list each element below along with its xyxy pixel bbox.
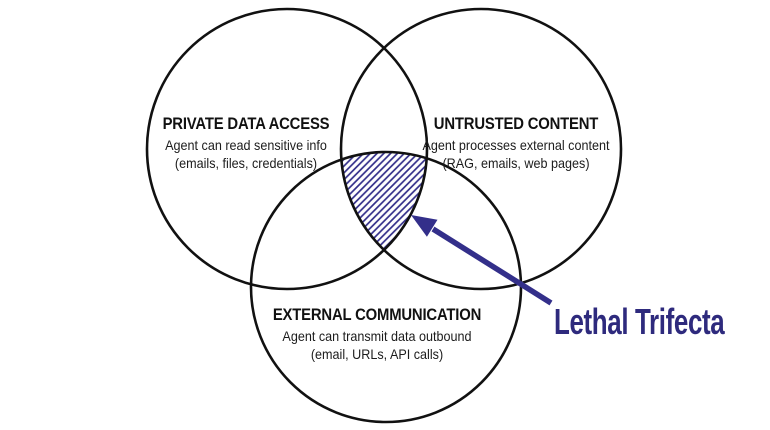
untrusted-content-title: UNTRUSTED CONTENT <box>433 115 599 133</box>
lethal-trifecta-arrow-shaft <box>431 226 553 306</box>
untrusted-content-label-block: UNTRUSTED CONTENT Agent processes extern… <box>408 115 624 173</box>
lethal-trifecta-arrowhead-icon <box>411 215 438 237</box>
private-data-access-title: PRIVATE DATA ACCESS <box>162 115 330 133</box>
external-communication-label-block: EXTERNAL COMMUNICATION Agent can transmi… <box>269 306 485 364</box>
circle-untrusted-content <box>339 7 623 291</box>
untrusted-content-desc: Agent processes external content <box>422 136 610 153</box>
private-data-access-label-block: PRIVATE DATA ACCESS Agent can read sensi… <box>138 115 354 173</box>
lethal-trifecta-annotation-label: Lethal Trifecta <box>554 301 725 342</box>
circle-private-data-access <box>145 7 429 291</box>
lethal-trifecta-intersection-region <box>341 152 427 250</box>
private-data-access-examples: (emails, files, credentials) <box>174 155 318 172</box>
external-communication-title: EXTERNAL COMMUNICATION <box>272 306 482 324</box>
private-data-access-desc: Agent can read sensitive info <box>165 136 327 153</box>
external-communication-desc: Agent can transmit data outbound <box>282 327 472 344</box>
external-communication-examples: (email, URLs, API calls) <box>310 346 444 363</box>
untrusted-content-examples: (RAG, emails, web pages) <box>442 155 590 172</box>
